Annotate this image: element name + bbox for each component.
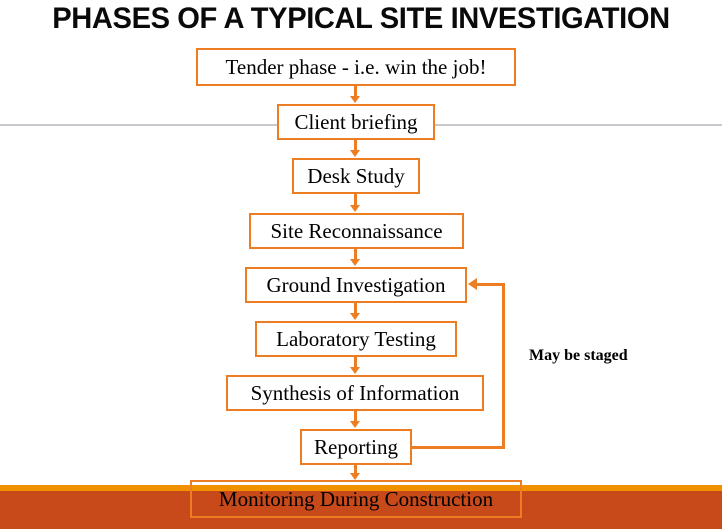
arrowhead-reporting-to-monitoring-icon: [350, 473, 360, 480]
footer-band-dark: [0, 491, 722, 529]
flow-box-laboratory-testing[interactable]: Laboratory Testing: [255, 321, 457, 357]
arrowhead-feedback-loop-icon: [468, 278, 477, 290]
flow-box-reporting[interactable]: Reporting: [300, 429, 412, 465]
arrowhead-synthesis-to-reporting-icon: [350, 421, 360, 428]
flow-box-site-reconnaissance[interactable]: Site Reconnaissance: [249, 213, 464, 249]
feedback-loop-top-segment: [477, 283, 505, 286]
connector-site-to-ground: [354, 249, 357, 260]
connector-reporting-to-monitoring: [354, 465, 357, 474]
connector-synthesis-to-reporting: [354, 411, 357, 422]
flow-box-ground-investigation[interactable]: Ground Investigation: [245, 267, 467, 303]
arrowhead-lab-to-synthesis-icon: [350, 367, 360, 374]
footer-band-bright: [0, 485, 722, 491]
flow-box-tender-phase[interactable]: Tender phase - i.e. win the job!: [196, 48, 516, 86]
arrowhead-desk-to-site-icon: [350, 205, 360, 212]
connector-desk-to-site: [354, 194, 357, 206]
annotation-may-be-staged: May be staged: [529, 347, 628, 364]
flow-box-monitoring-during-construction[interactable]: Monitoring During Construction: [190, 480, 522, 518]
connector-client-to-desk: [354, 140, 357, 151]
arrowhead-client-to-desk-icon: [350, 150, 360, 157]
flow-box-client-briefing[interactable]: Client briefing: [277, 104, 435, 140]
slide-title: PHASES OF A TYPICAL SITE INVESTIGATION: [52, 2, 670, 35]
arrowhead-tender-to-client-icon: [350, 96, 360, 103]
flow-box-desk-study[interactable]: Desk Study: [292, 158, 420, 194]
connector-tender-to-client: [354, 86, 357, 98]
arrowhead-site-to-ground-icon: [350, 259, 360, 266]
connector-lab-to-synthesis: [354, 357, 357, 368]
connector-ground-to-lab: [354, 303, 357, 314]
arrowhead-ground-to-lab-icon: [350, 313, 360, 320]
flow-box-synthesis-of-information[interactable]: Synthesis of Information: [226, 375, 484, 411]
feedback-loop-vertical-segment: [502, 283, 505, 449]
feedback-loop-bottom-segment: [411, 446, 505, 449]
